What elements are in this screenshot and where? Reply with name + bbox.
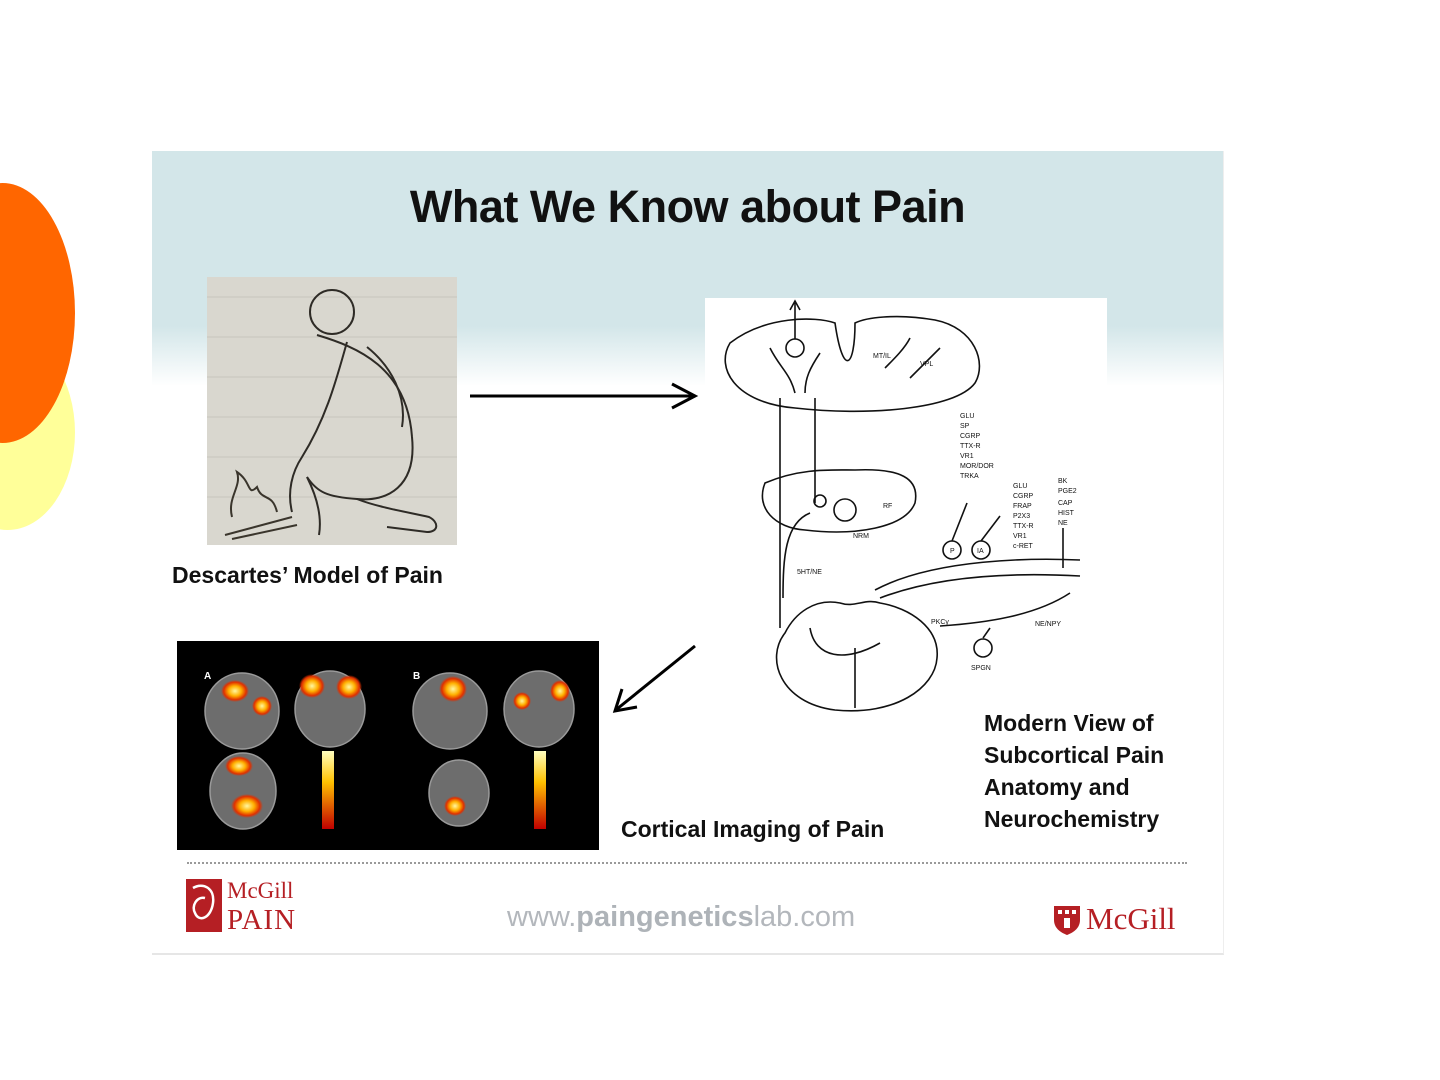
descartes-caption: Descartes’ Model of Pain xyxy=(172,562,443,588)
website-url: www.paingeneticslab.com xyxy=(507,901,855,934)
label-spgn: SPGN xyxy=(971,665,991,672)
label-list1-6: TRKA xyxy=(960,473,979,480)
label-5ht: 5HT/NE xyxy=(797,569,822,576)
label-list2-4: TTX-R xyxy=(1013,523,1034,530)
label-list1-1: SP xyxy=(960,423,970,430)
footer-divider xyxy=(187,862,1187,864)
label-list2-1: CGRP xyxy=(1013,493,1034,500)
label-nrm: NRM xyxy=(853,533,869,540)
website-bold: paingenetics xyxy=(576,901,754,933)
label-rf: RF xyxy=(883,503,892,510)
label-list2-3: P2X3 xyxy=(1013,513,1030,520)
mcgill-pain-logo: McGill PAIN xyxy=(185,878,305,938)
panel-a-label: A xyxy=(204,671,211,682)
down-left-arrow-icon xyxy=(612,644,696,713)
modern-caption-line: Subcortical Pain xyxy=(984,742,1165,768)
label-list2-2: FRAP xyxy=(1013,503,1032,510)
panel-b-label: B xyxy=(413,671,420,682)
mcgill-shield-icon xyxy=(1054,906,1080,935)
pain-logo-mcgill-text: McGill xyxy=(227,878,294,903)
pain-logo-pain-text: PAIN xyxy=(227,904,297,936)
label-list2-0: GLU xyxy=(1013,483,1027,490)
label-list3-1: PGE2 xyxy=(1058,488,1077,495)
website-suffix: lab.com xyxy=(753,901,856,933)
label-p: P xyxy=(950,548,955,555)
modern-caption-line: Anatomy and xyxy=(984,774,1130,800)
label-list3-4: NE xyxy=(1058,520,1068,527)
label-pkc: PKCγ xyxy=(931,619,949,626)
modern-view-caption: Modern View of Subcortical Pain Anatomy … xyxy=(984,707,1214,835)
modern-caption-line: Neurochemistry xyxy=(984,806,1160,832)
label-list2-5: VR1 xyxy=(1013,533,1027,540)
descartes-woodcut-image xyxy=(207,277,457,545)
slide-image: What We Know about Pain Descartes’ Mo xyxy=(152,151,1224,955)
cortical-fmri-image: A B xyxy=(177,641,599,850)
label-nenpy: NE/NPY xyxy=(1035,621,1061,628)
label-mtil: MT/IL xyxy=(873,353,891,360)
pain-logo-mark-icon xyxy=(186,879,222,932)
label-list1-0: GLU xyxy=(960,413,974,420)
label-vpl: VPL xyxy=(920,361,933,368)
mcgill-logo-text: McGill xyxy=(1086,901,1176,936)
label-list1-4: VR1 xyxy=(960,453,974,460)
label-list2-6: c-RET xyxy=(1013,543,1034,550)
website-prefix: www. xyxy=(507,901,577,933)
label-list1-5: MOR/DOR xyxy=(960,463,994,470)
label-list1-2: CGRP xyxy=(960,433,981,440)
label-list3-0: BK xyxy=(1058,478,1068,485)
mcgill-logo: McGill xyxy=(1052,901,1192,941)
right-arrow-icon xyxy=(470,382,699,410)
label-list3-2: CAP xyxy=(1058,500,1073,507)
slide-title: What We Know about Pain xyxy=(409,181,966,232)
modern-caption-line: Modern View of xyxy=(984,710,1154,736)
label-ia: IA xyxy=(977,548,984,555)
cortical-caption: Cortical Imaging of Pain xyxy=(621,816,885,842)
label-list1-3: TTX-R xyxy=(960,443,981,450)
label-list3-3: HIST xyxy=(1058,510,1075,517)
pain-anatomy-diagram: MT/IL VPL RF NRM 5HT/NE PKCγ NE/NPY SPGN… xyxy=(705,298,1107,724)
